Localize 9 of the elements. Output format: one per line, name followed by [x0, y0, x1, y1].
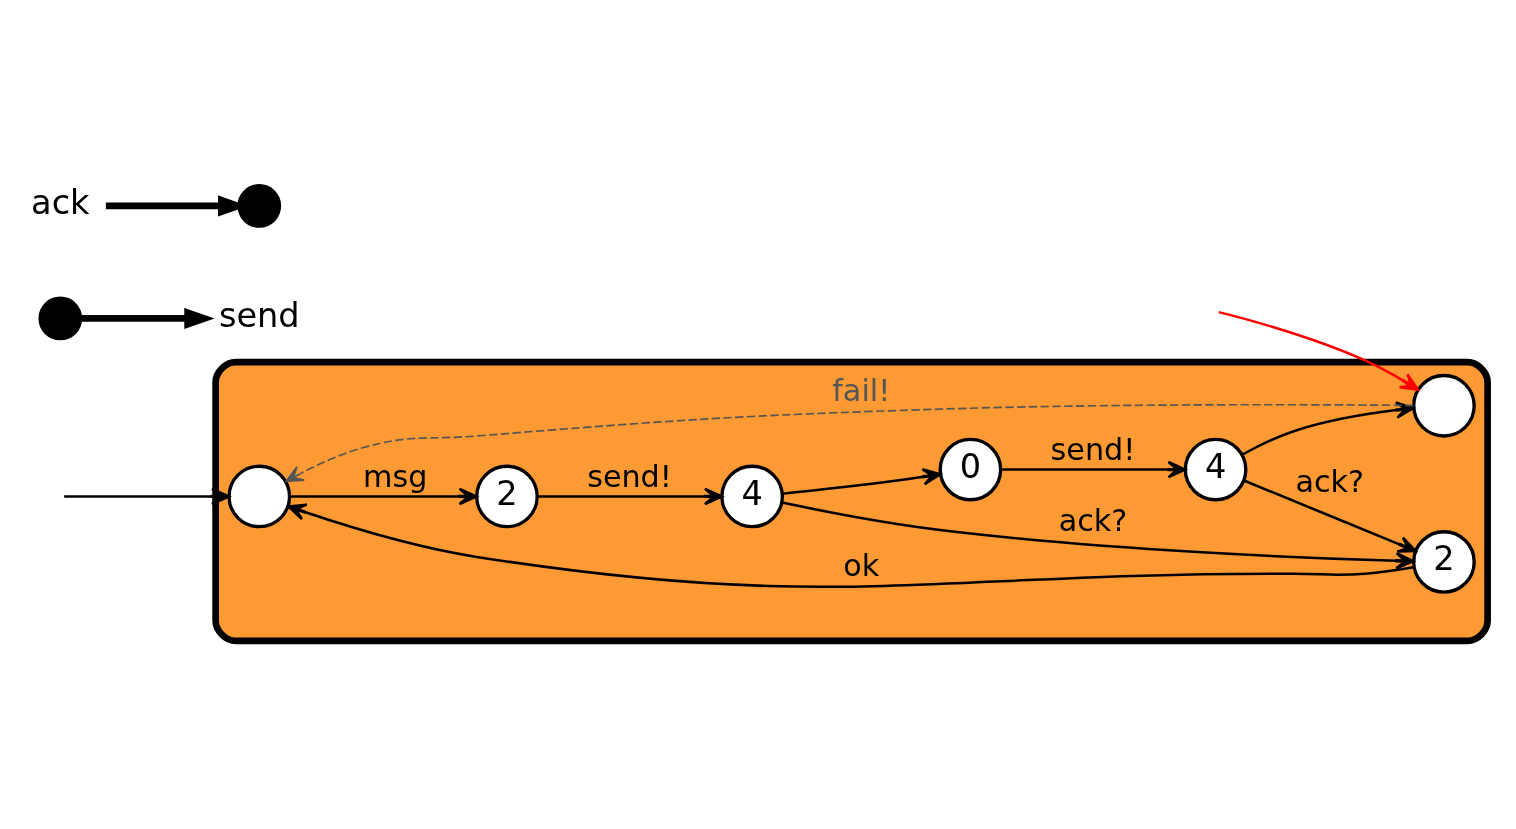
node-text: ack	[31, 182, 90, 222]
edge-label: send!	[587, 458, 672, 494]
edge-label: fail!	[832, 372, 891, 408]
node-text: send	[218, 295, 300, 335]
edge-label: send!	[1050, 431, 1136, 467]
edge-label: ack?	[1058, 502, 1128, 538]
edge-label: ack?	[1295, 463, 1365, 499]
edge-label: msg	[363, 458, 428, 494]
edge-label: ok	[843, 547, 880, 583]
